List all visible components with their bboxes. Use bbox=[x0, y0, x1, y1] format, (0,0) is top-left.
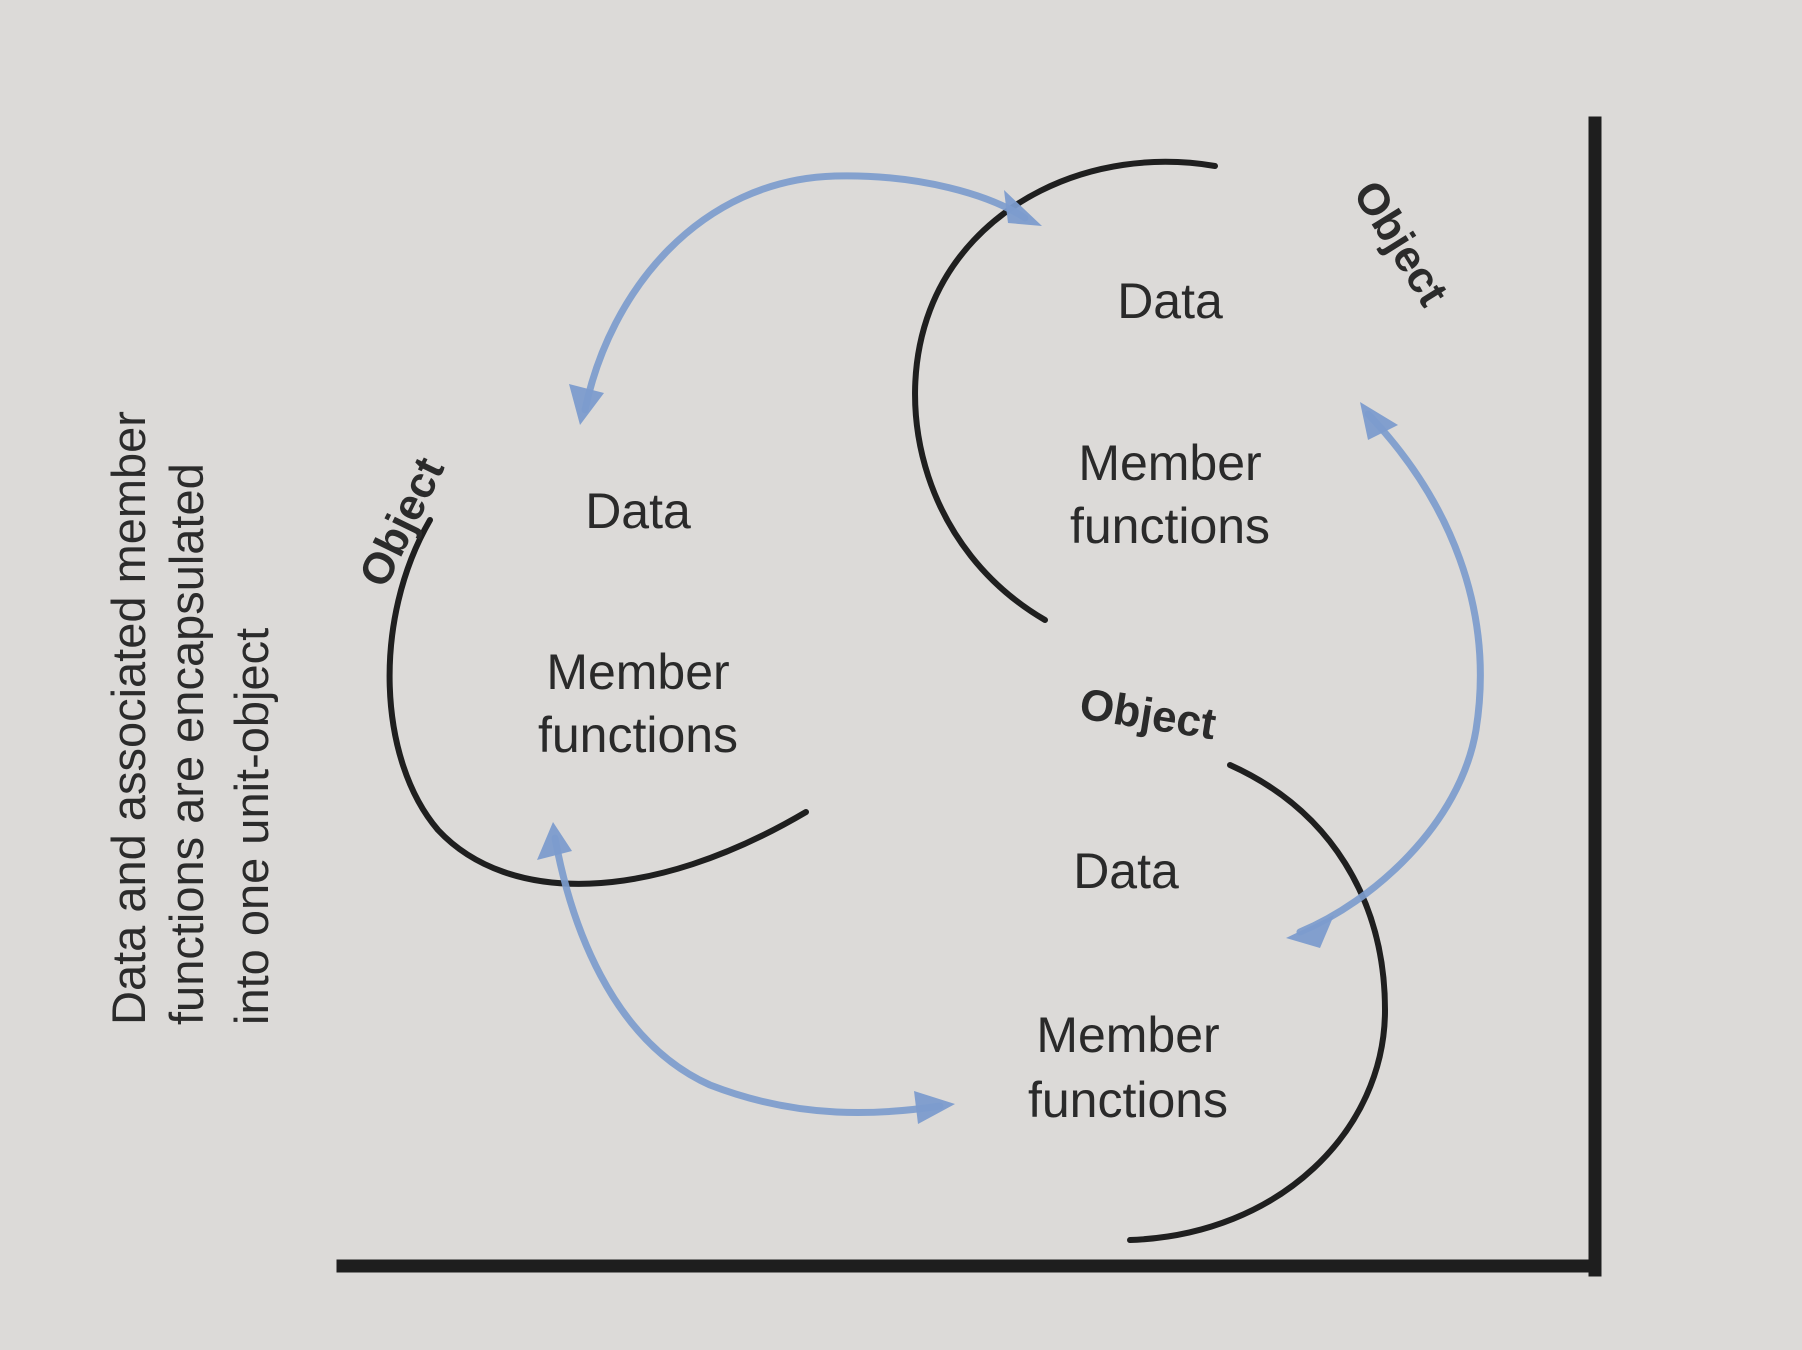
arrow-top-head-left bbox=[569, 384, 604, 425]
object-bottom-data: Data bbox=[1073, 843, 1179, 899]
arrow-top-path bbox=[581, 172, 1029, 414]
caption-line-3: into one unit-object bbox=[225, 628, 278, 1025]
arrow-right-head-top bbox=[1360, 402, 1398, 440]
object-top: Object Data Member functions bbox=[912, 158, 1458, 623]
object-bottom: Object Data Member functions bbox=[1028, 679, 1389, 1243]
object-bottom-functions-line-2: functions bbox=[1028, 1072, 1228, 1128]
arrow-bottom-head-right bbox=[914, 1091, 955, 1124]
arrow-right-head-bottom bbox=[1286, 915, 1334, 948]
object-bottom-label: Object bbox=[1076, 679, 1219, 749]
object-top-functions-line-1: Member bbox=[1078, 435, 1261, 491]
arrow-top-head-right bbox=[1004, 190, 1042, 226]
arrow-right-path bbox=[1296, 410, 1484, 936]
caption-line-1: Data and associated member bbox=[102, 411, 155, 1025]
object-left-label: Object bbox=[350, 450, 454, 595]
object-left: Object Data Member functions bbox=[350, 450, 809, 887]
object-top-data: Data bbox=[1117, 273, 1223, 329]
interaction-arrows bbox=[537, 172, 1484, 1124]
caption-line-2: functions are encapsulated bbox=[160, 463, 213, 1025]
object-bottom-boundary-arc bbox=[1127, 762, 1389, 1243]
arrow-bottom-head-top bbox=[537, 822, 572, 860]
object-top-functions-line-2: functions bbox=[1070, 498, 1270, 554]
object-left-functions-line-2: functions bbox=[538, 707, 738, 763]
arrow-bottom-path bbox=[551, 834, 944, 1117]
object-top-label: Object bbox=[1344, 172, 1458, 314]
object-bottom-functions-line-1: Member bbox=[1036, 1007, 1219, 1063]
object-top-boundary-arc bbox=[912, 158, 1218, 623]
object-left-functions-line-1: Member bbox=[546, 644, 729, 700]
object-left-data: Data bbox=[585, 483, 691, 539]
object-left-boundary-arc bbox=[386, 517, 809, 887]
